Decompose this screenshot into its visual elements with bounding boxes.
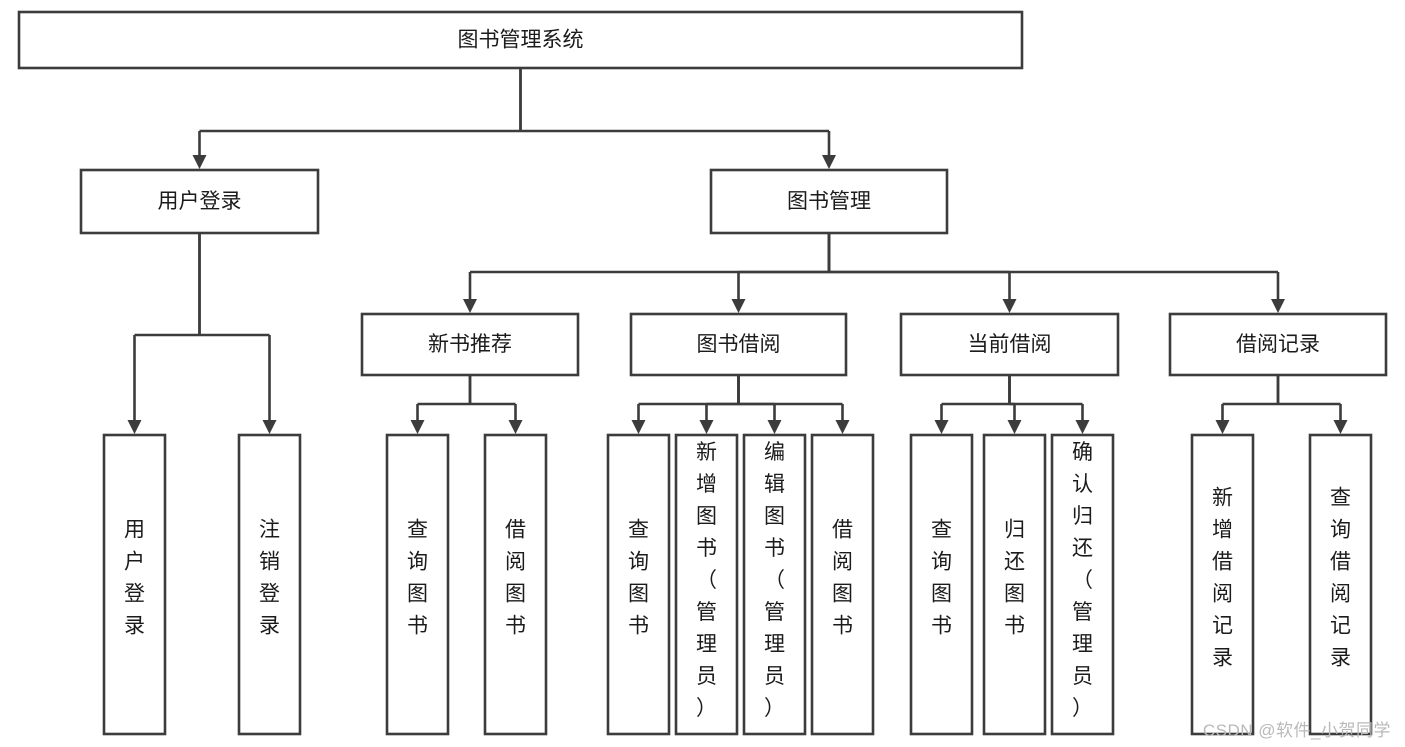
- node-label: 新增借阅记录: [1212, 487, 1233, 670]
- node-label: 用户登录: [158, 190, 242, 213]
- node-label: 查询图书: [931, 519, 952, 638]
- node-borrow-query-book[interactable]: 查询图书: [606, 433, 671, 736]
- connector-user-login-to-user-login-signout: [198, 233, 277, 434]
- node-box: [1050, 433, 1115, 736]
- node-label: 图书管理系统: [458, 29, 584, 52]
- connector-current-borrow-to-current-query-book: [934, 375, 1011, 434]
- connector-new-book-recommend-to-recommend-borrow-book: [468, 375, 523, 434]
- arrow-head: [1075, 420, 1090, 434]
- csdn-watermark: CSDN @软件_小贺同学: [1202, 721, 1391, 740]
- node-recommend-query-book[interactable]: 查询图书: [385, 433, 450, 736]
- node-record-query[interactable]: 查询借阅记录: [1308, 433, 1373, 736]
- arrow-head: [767, 420, 782, 434]
- node-box: [1308, 433, 1373, 736]
- connector-root-to-book-manage: [519, 68, 836, 169]
- node-label: 借阅图书: [832, 519, 853, 638]
- connector-borrow-record-to-record-query: [1276, 375, 1348, 434]
- connector-new-book-recommend-to-recommend-query-book: [410, 375, 472, 434]
- node-box: [982, 433, 1047, 736]
- node-new-book-recommend[interactable]: 新书推荐: [360, 312, 580, 377]
- arrow-head: [631, 420, 646, 434]
- node-box: [1168, 312, 1388, 377]
- node-label: 当前借阅: [968, 333, 1052, 356]
- node-box: [810, 433, 875, 736]
- node-box: [385, 433, 450, 736]
- node-recommend-borrow-book[interactable]: 借阅图书: [483, 433, 548, 736]
- connector-current-borrow-to-current-confirm-return: [1008, 375, 1090, 434]
- arrow-head: [127, 420, 142, 434]
- node-borrow-edit-book[interactable]: 编辑图书（管理员）: [742, 433, 807, 736]
- arrow-head: [731, 299, 746, 313]
- connector-book-borrow-to-borrow-borrow-book: [737, 375, 850, 434]
- node-label: 查询图书: [628, 519, 649, 638]
- node-label: 借阅记录: [1236, 333, 1320, 356]
- node-label: 借阅图书: [505, 519, 526, 638]
- arrow-head: [192, 155, 207, 169]
- node-book-borrow[interactable]: 图书借阅: [629, 312, 848, 377]
- node-label: 用户登录: [124, 519, 145, 638]
- node-label: 查询图书: [407, 519, 428, 638]
- node-user-login-signout[interactable]: 注销登录: [237, 433, 302, 736]
- arrow-head: [1215, 420, 1230, 434]
- node-box: [709, 168, 949, 235]
- connector-book-manage-to-borrow-record: [827, 233, 1285, 313]
- node-box: [237, 433, 302, 736]
- node-root[interactable]: 图书管理系统: [17, 10, 1024, 70]
- arrow-head: [508, 420, 523, 434]
- node-box: [79, 168, 320, 235]
- node-box: [899, 312, 1120, 377]
- arrow-head: [262, 420, 277, 434]
- node-box: [606, 433, 671, 736]
- node-box: [483, 433, 548, 736]
- node-box: [674, 433, 739, 736]
- node-current-borrow[interactable]: 当前借阅: [899, 312, 1120, 377]
- arrow-head: [1271, 299, 1285, 313]
- node-current-confirm-return[interactable]: 确认归还（管理员）: [1050, 433, 1115, 736]
- node-book-manage[interactable]: 图书管理: [709, 168, 949, 235]
- node-borrow-borrow-book[interactable]: 借阅图书: [810, 433, 875, 736]
- node-box: [742, 433, 807, 736]
- node-box: [17, 10, 1024, 70]
- node-label: 图书管理: [787, 190, 871, 213]
- arrow-head: [1002, 299, 1017, 313]
- arrow-head: [835, 420, 850, 434]
- node-box: [102, 433, 167, 736]
- arrow-head: [463, 299, 477, 313]
- node-box: [629, 312, 848, 377]
- node-borrow-record[interactable]: 借阅记录: [1168, 312, 1388, 377]
- connector-book-manage-to-book-borrow: [731, 233, 831, 313]
- node-label: 归还图书: [1004, 519, 1025, 638]
- arrow-head: [1007, 420, 1022, 434]
- node-record-add[interactable]: 新增借阅记录: [1190, 433, 1255, 736]
- arrow-head: [934, 420, 949, 434]
- node-box: [909, 433, 974, 736]
- node-box: [1190, 433, 1255, 736]
- node-box: [360, 312, 580, 377]
- node-label: 图书借阅: [697, 333, 781, 356]
- node-label: 新书推荐: [428, 333, 512, 356]
- node-label: 确认归还（管理员）: [1072, 441, 1093, 720]
- node-user-login-signin[interactable]: 用户登录: [102, 433, 167, 736]
- node-borrow-add-book[interactable]: 新增图书（管理员）: [674, 433, 739, 736]
- node-label: 查询借阅记录: [1330, 487, 1351, 670]
- connector-root-to-user-login: [192, 68, 522, 169]
- node-current-query-book[interactable]: 查询图书: [909, 433, 974, 736]
- arrow-head: [410, 420, 425, 434]
- node-current-return-book[interactable]: 归还图书: [982, 433, 1047, 736]
- arrow-head: [822, 155, 836, 169]
- node-label: 新增图书（管理员）: [696, 441, 717, 720]
- node-user-login[interactable]: 用户登录: [79, 168, 320, 235]
- arrow-head: [1333, 420, 1348, 434]
- connector-user-login-to-user-login-signin: [127, 233, 201, 434]
- connector-layer: [127, 68, 1348, 434]
- node-layer: 图书管理系统用户登录用户登录注销登录图书管理新书推荐查询图书借阅图书图书借阅查询…: [17, 10, 1388, 736]
- connector-book-borrow-to-borrow-add-book: [699, 375, 740, 434]
- node-label: 编辑图书（管理员）: [764, 441, 785, 720]
- node-label: 注销登录: [259, 519, 280, 638]
- connector-borrow-record-to-record-add: [1215, 375, 1280, 434]
- arrow-head: [699, 420, 714, 434]
